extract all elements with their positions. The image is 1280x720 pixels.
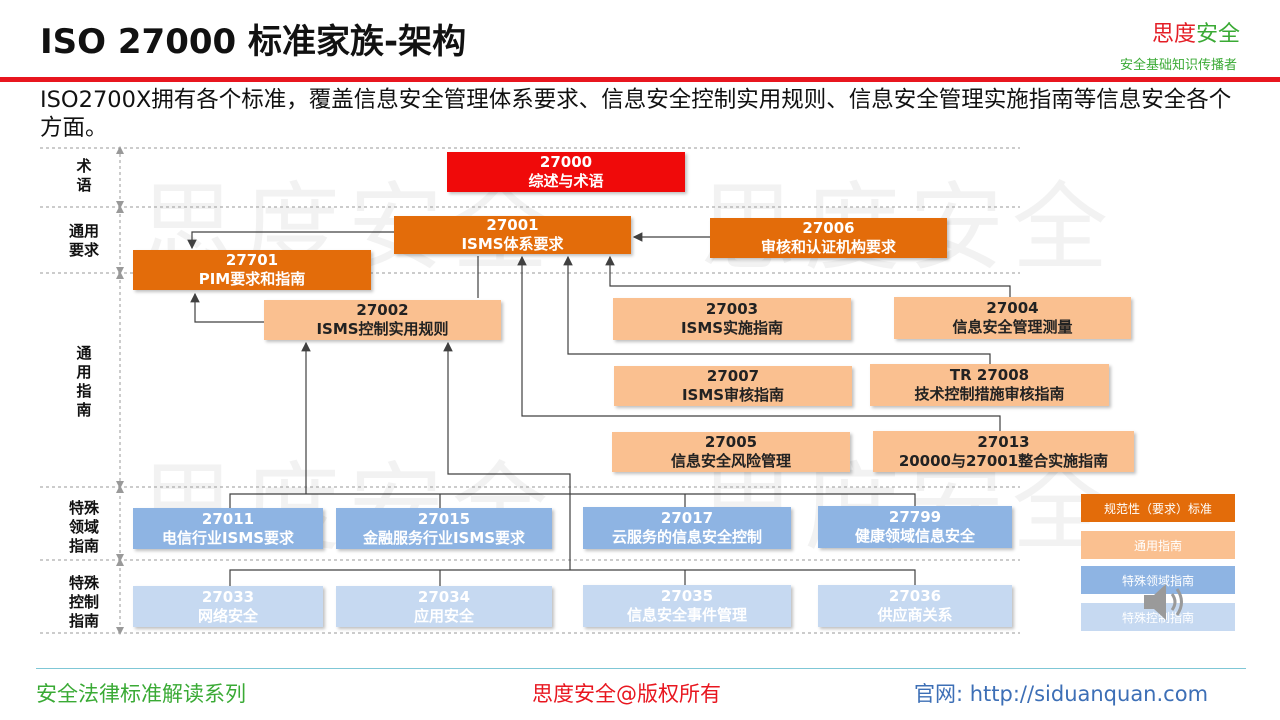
standard-code: 27036 xyxy=(888,587,942,605)
standard-code: 27013 xyxy=(977,432,1030,451)
header-divider xyxy=(0,77,1280,82)
standard-code: 27034 xyxy=(417,587,471,606)
category-label-control-guidance: 特殊 控制 指南 xyxy=(68,574,99,630)
standard-name: 信息安全事件管理 xyxy=(626,606,747,624)
intro-text: ISO2700X拥有各个标准，覆盖信息安全管理体系要求、信息安全控制实用规则、信… xyxy=(40,87,1232,141)
brand-name-part2: 安全 xyxy=(1196,22,1241,47)
standard-name: ISMS实施指南 xyxy=(680,319,784,337)
legend-item-sector-guidance: 特殊领域指南 xyxy=(1081,566,1235,594)
standard-name: 综述与术语 xyxy=(528,172,604,190)
category-label-general-requirements: 通用 要求 xyxy=(68,222,99,259)
standard-name: ISMS控制实用规则 xyxy=(316,320,449,338)
standard-code: 27000 xyxy=(539,153,593,171)
standard-code: 27035 xyxy=(660,587,714,605)
category-axis-arrows xyxy=(116,146,124,635)
standard-name: 20000与27001整合实施指南 xyxy=(898,451,1109,470)
footer-copyright: 思度安全@版权所有 xyxy=(532,682,721,706)
standard-name: 网络安全 xyxy=(197,606,258,625)
standard-name: 技术控制措施审核指南 xyxy=(914,385,1065,403)
category-label-general-guidance: 通 用 指 南 xyxy=(76,344,92,419)
standard-code: 27002 xyxy=(356,301,409,319)
standard-code: 27017 xyxy=(660,509,714,527)
standard-name: 信息安全风险管理 xyxy=(670,452,791,470)
standard-name: ISMS审核指南 xyxy=(681,386,785,404)
standard-code: 27005 xyxy=(704,433,758,451)
standard-code: 27701 xyxy=(225,251,279,269)
standard-name: 信息安全管理测量 xyxy=(952,318,1073,336)
standard-name: 云服务的信息安全控制 xyxy=(611,528,762,546)
footer-divider xyxy=(36,668,1246,669)
brand-logo: 思度安全 xyxy=(1152,16,1240,48)
standard-code: 27004 xyxy=(986,299,1039,317)
brand-tagline: 安全基础知识传播者 xyxy=(1120,58,1238,73)
standard-name: 供应商关系 xyxy=(877,606,953,624)
standard-name: ISMS体系要求 xyxy=(461,235,564,253)
standard-code: 27015 xyxy=(417,509,471,528)
speaker-icon[interactable] xyxy=(1140,580,1190,624)
category-label-terms: 术 语 xyxy=(76,157,92,194)
standard-name: 审核和认证机构要求 xyxy=(760,238,896,256)
standard-name: 金融服务行业ISMS要求 xyxy=(362,528,526,547)
legend-item-general-guidance: 通用指南 xyxy=(1081,531,1235,559)
brand-name-part1: 思度 xyxy=(1152,22,1197,47)
standard-code: 27799 xyxy=(888,508,942,526)
standard-name: 应用安全 xyxy=(413,606,474,625)
footer-series-title: 安全法律标准解读系列 xyxy=(36,682,246,706)
standard-name: 健康领域信息安全 xyxy=(854,527,975,545)
standard-code: 27006 xyxy=(802,219,855,237)
standard-code: 27007 xyxy=(706,367,760,385)
standard-code: TR 27008 xyxy=(949,366,1030,384)
page-title: ISO 27000 标准家族-架构 xyxy=(40,22,467,62)
footer-website-link[interactable]: 官网: http://siduanquan.com xyxy=(914,682,1209,706)
standard-code: 27001 xyxy=(486,216,539,234)
standard-name: 电信行业ISMS要求 xyxy=(161,528,295,547)
standard-name: PIM要求和指南 xyxy=(198,270,306,288)
standard-code: 27003 xyxy=(705,300,759,318)
legend-item-normative: 规范性（要求）标准 xyxy=(1081,494,1235,522)
standard-code: 27011 xyxy=(201,509,255,528)
standard-code: 27033 xyxy=(201,587,255,606)
category-label-sector-guidance: 特殊 领域 指南 xyxy=(68,499,99,555)
